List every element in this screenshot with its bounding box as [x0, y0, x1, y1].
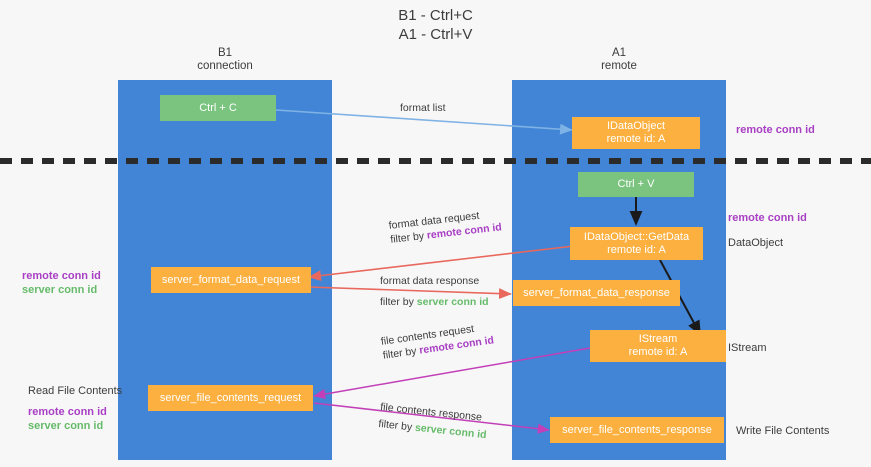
- column-header-b1-role: connection: [197, 60, 253, 72]
- node-istream-line2: remote id: A: [628, 346, 688, 358]
- edge-label-file-contents-response: file contents response filter by server …: [378, 400, 489, 442]
- node-istream[interactable]: IStream remote id: A: [590, 330, 726, 362]
- edge-label-format-data-response-filter: filter by server conn id: [380, 295, 489, 309]
- node-server-format-data-response-label: server_format_data_response: [523, 286, 670, 299]
- annotation-read-file-contents-title: Read File Contents: [28, 385, 123, 397]
- node-server-file-contents-request[interactable]: server_file_contents_request: [148, 385, 313, 411]
- node-server-format-data-response[interactable]: server_format_data_response: [513, 280, 680, 306]
- column-header-a1-role: remote: [601, 60, 637, 72]
- column-header-a1-name: A1: [611, 47, 627, 59]
- edge-label-format-data-response-line1: format data response: [380, 275, 480, 287]
- annotation-left-conn-ids: remote conn id server conn id: [22, 269, 101, 297]
- annotation-right-getdata-text: remote conn id: [728, 212, 807, 224]
- node-ctrl-c[interactable]: Ctrl + C: [160, 95, 276, 121]
- edge-label-format-data-request: format data request filter by remote con…: [388, 206, 502, 247]
- column-header-a1: A1 remote: [512, 47, 726, 73]
- annotation-right-getdata-remote-conn-id: remote conn id: [728, 211, 807, 225]
- annotation-right-write-file-contents: Write File Contents: [736, 424, 829, 438]
- edge-label-file-contents-request: file contents request filter by remote c…: [380, 319, 495, 362]
- edge-label-format-data-response: format data response filter by server co…: [380, 274, 489, 309]
- diagram-title: B1 - Ctrl+C A1 - Ctrl+V: [0, 6, 871, 44]
- node-ctrl-v[interactable]: Ctrl + V: [578, 172, 694, 197]
- node-istream-line1: IStream: [638, 333, 678, 345]
- node-idataobject[interactable]: IDataObject remote id: A: [572, 117, 700, 149]
- annotation-left-server-conn-id: server conn id: [22, 284, 98, 296]
- edge-label-format-list: format list: [400, 101, 446, 115]
- edge-label-format-list-text: format list: [400, 102, 446, 114]
- annotation-read-file-server-conn-id: server conn id: [28, 420, 104, 432]
- node-server-file-contents-response[interactable]: server_file_contents_response: [550, 417, 724, 443]
- annotation-right-dataobject-text: DataObject: [728, 237, 784, 249]
- node-getdata-line1: IDataObject::GetData: [583, 230, 690, 243]
- node-idataobject-getdata[interactable]: IDataObject::GetData remote id: A: [570, 227, 703, 260]
- filter-prefix: filter by: [377, 417, 416, 434]
- filter-prefix: filter by: [382, 344, 421, 362]
- column-header-b1-name: B1: [217, 47, 233, 59]
- column-header-b1: B1 connection: [118, 47, 332, 73]
- node-ctrl-v-label: Ctrl + V: [617, 178, 655, 190]
- annotation-right-top-text: remote conn id: [736, 124, 815, 136]
- node-getdata-line2: remote id: A: [607, 243, 666, 256]
- node-server-file-contents-request-label: server_file_contents_request: [159, 391, 302, 404]
- title-line-1: B1 - Ctrl+C: [398, 7, 473, 24]
- annotation-right-write-file-text: Write File Contents: [736, 425, 830, 437]
- filter-prefix: filter by: [389, 229, 428, 246]
- node-idataobject-line1: IDataObject: [606, 120, 666, 132]
- filter-key-server-conn-id: server conn id: [414, 421, 488, 442]
- node-server-format-data-request[interactable]: server_format_data_request: [151, 267, 311, 293]
- annotation-read-file-remote-conn-id: remote conn id: [28, 406, 107, 418]
- filter-prefix: filter by: [380, 296, 417, 308]
- annotation-right-istream-text: IStream: [728, 342, 767, 354]
- node-ctrl-c-label: Ctrl + C: [199, 101, 237, 114]
- annotation-right-istream: IStream: [728, 341, 767, 355]
- node-idataobject-line2: remote id: A: [606, 133, 666, 145]
- annotation-left-read-file-contents: Read File Contents remote conn id server…: [28, 384, 122, 433]
- annotation-right-dataobject: DataObject: [728, 236, 783, 250]
- node-server-file-contents-response-label: server_file_contents_response: [562, 423, 712, 436]
- title-line-2: A1 - Ctrl+V: [398, 26, 473, 43]
- filter-key-server-conn-id: server conn id: [416, 296, 489, 308]
- annotation-right-top-remote-conn-id: remote conn id: [736, 123, 815, 137]
- node-server-format-data-request-label: server_format_data_request: [161, 273, 301, 286]
- annotation-left-remote-conn-id: remote conn id: [22, 270, 101, 282]
